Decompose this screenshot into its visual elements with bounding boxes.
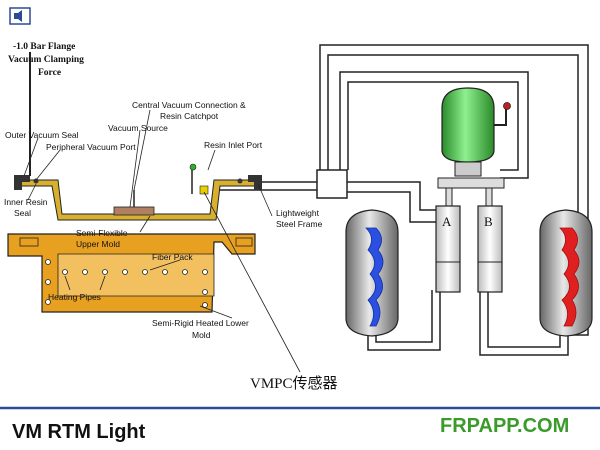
label-semi-flexible-1: Semi-Flexible xyxy=(76,228,128,238)
page-title: VM RTM Light xyxy=(12,421,146,443)
junction-box xyxy=(316,169,348,199)
cylinder-assembly: A B xyxy=(435,177,505,293)
label-vmpc-sensor: VMPC传感器 xyxy=(250,375,338,392)
label-steel-frame-1: Lightweight xyxy=(276,208,320,218)
label-fiber-pack: Fiber Pack xyxy=(152,252,193,262)
outer-vacuum-seal-left xyxy=(14,175,30,190)
label-vacuum-source: Vacuum Source xyxy=(108,123,168,133)
speaker-icon[interactable] xyxy=(9,7,31,25)
vacuum-pump xyxy=(441,87,511,177)
label-lower-mold-1: Semi-Rigid Heated Lower xyxy=(152,318,249,328)
label-outer-vacuum-seal: Outer Vacuum Seal xyxy=(5,130,79,140)
resin-inlet-port xyxy=(189,163,209,195)
lower-mold xyxy=(7,233,256,313)
resin-tank-blue xyxy=(345,209,399,337)
inner-seal-right xyxy=(237,178,243,184)
resin-tank-red xyxy=(539,209,593,337)
label-clamping-force-2: Vacuum Clamping xyxy=(8,55,84,65)
resin-red-fill xyxy=(559,227,580,327)
cylinder-b xyxy=(477,205,503,293)
cylinder-a-label: A xyxy=(442,214,452,229)
label-semi-flexible-2: Upper Mold xyxy=(76,239,120,249)
label-steel-frame-2: Steel Frame xyxy=(276,219,323,229)
pump-indicator-icon xyxy=(503,102,511,110)
vmpc-sensor xyxy=(199,185,209,195)
inner-seal-left xyxy=(33,178,39,184)
brand-watermark: FRPAPP.COM xyxy=(440,415,569,437)
label-central-vacuum-2: Resin Catchpot xyxy=(160,111,219,121)
label-heating-pipes: Heating Pipes xyxy=(48,292,101,302)
label-lower-mold-2: Mold xyxy=(192,330,211,340)
pipe-network xyxy=(215,44,589,356)
label-inner-resin-seal-1: Inner Resin xyxy=(4,197,48,207)
label-inner-resin-seal-2: Seal xyxy=(14,208,31,218)
label-peripheral-vacuum-port: Peripheral Vacuum Port xyxy=(46,142,136,152)
leader-lines xyxy=(23,109,301,373)
cylinder-a xyxy=(435,205,461,293)
label-clamping-force-1: -1.0 Bar Flange xyxy=(13,42,75,52)
label-clamping-force-3: Force xyxy=(38,68,61,78)
cylinder-b-label: B xyxy=(484,214,493,229)
label-resin-inlet-port: Resin Inlet Port xyxy=(204,140,263,150)
resin-blue-fill xyxy=(365,227,384,327)
label-central-vacuum-1: Central Vacuum Connection & xyxy=(132,100,246,110)
outer-vacuum-seal-right xyxy=(248,175,262,190)
central-catchpot xyxy=(113,190,155,216)
heating-pipes xyxy=(45,259,208,308)
